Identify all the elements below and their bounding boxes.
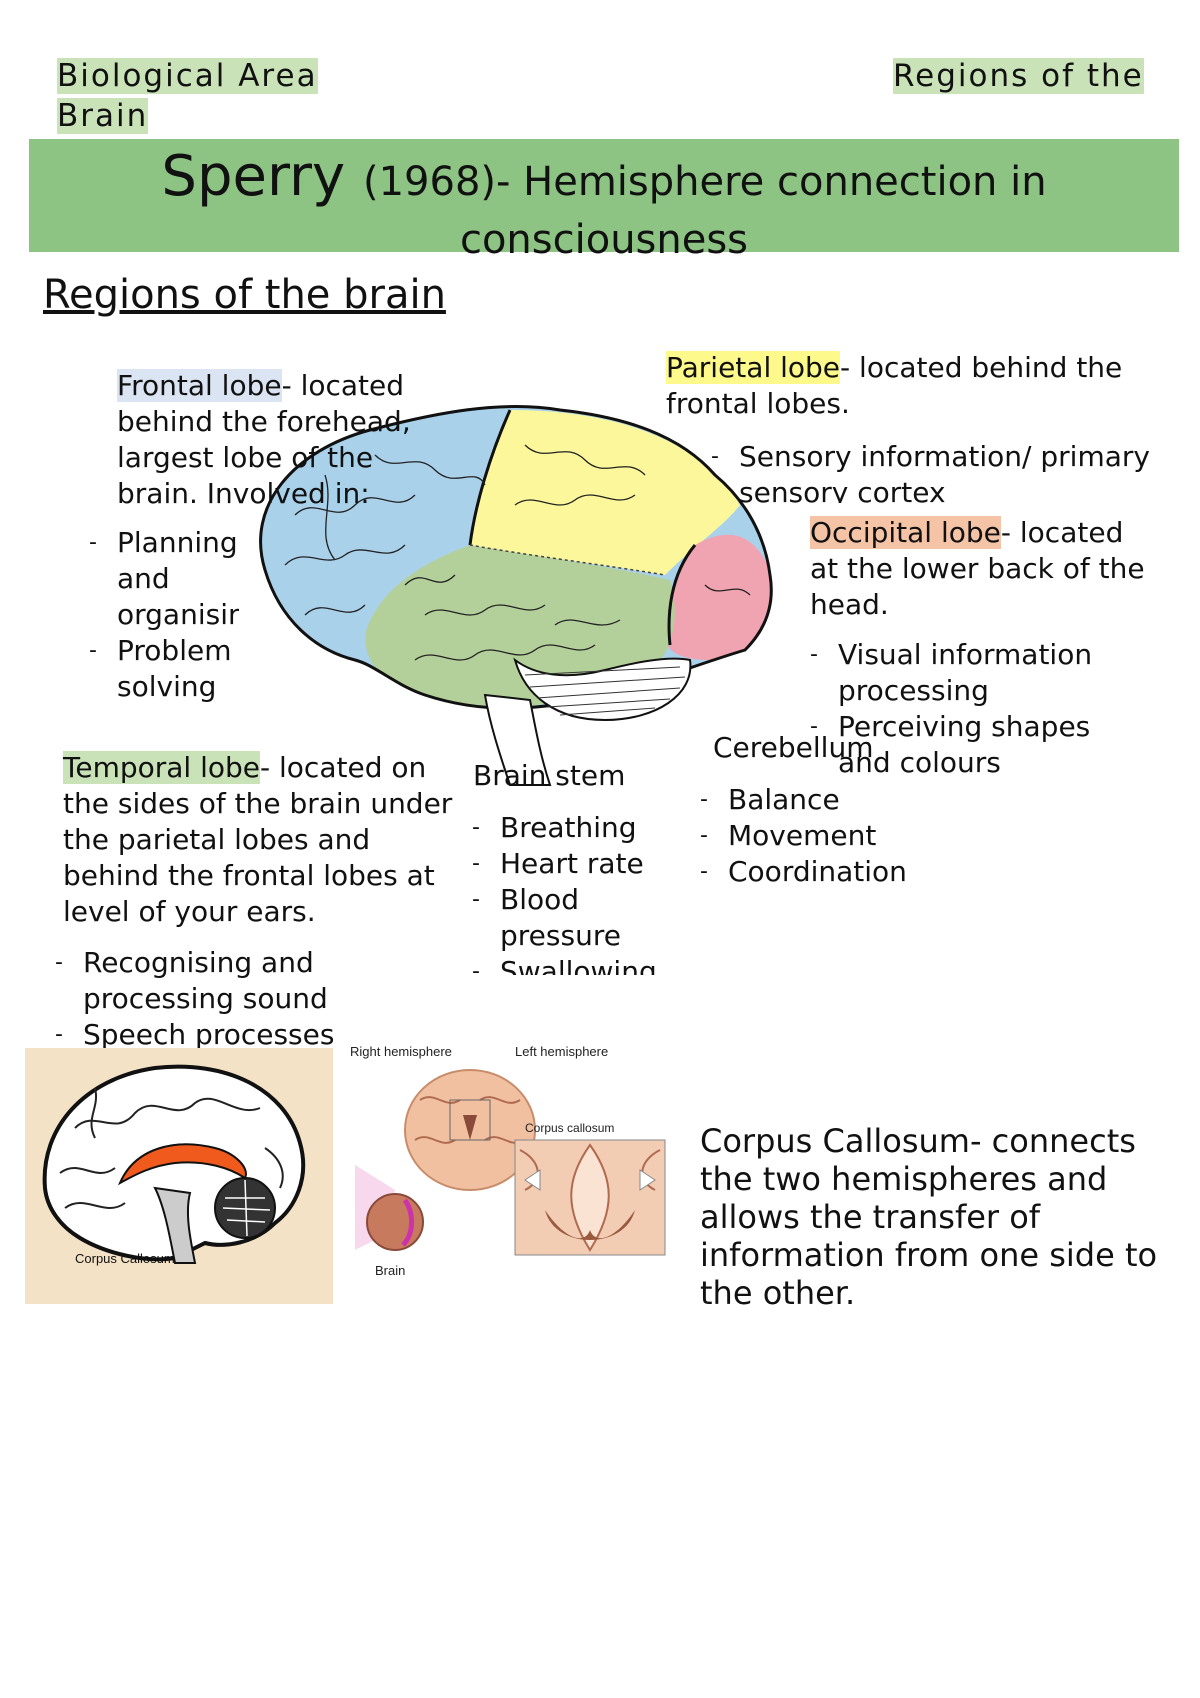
- header-subject-line2: Brain: [57, 98, 149, 134]
- left-hemisphere-text: Left hemisphere: [515, 1044, 608, 1059]
- cerebellum-label: Cerebellum: [713, 731, 874, 764]
- figure-caption-corpus-callosum: Corpus Callosum: [75, 1251, 175, 1266]
- parietal-lobe-desc: - located behind the frontal lobes.: [666, 351, 1123, 420]
- left-hemisphere-label: Left hemisphere: [515, 1044, 608, 1059]
- corpus-callosum-figure-text: Corpus callosum: [525, 1121, 614, 1135]
- frontal-lobe-list: Planning and organising Problem solving: [89, 525, 239, 730]
- brain-text: Brain: [375, 1263, 405, 1278]
- occipital-lobe-list: Visual information processing Perceiving…: [810, 637, 1100, 781]
- temporal-lobe-block: Temporal lobe- located on the sides of t…: [63, 750, 453, 930]
- parietal-lobe-region: [470, 410, 740, 575]
- header-left: Biological Area Brain: [57, 56, 318, 136]
- brain-stem-list: Breathing Heart rate Blood pressure Swal…: [472, 810, 692, 975]
- list-item: Heart rate: [472, 846, 692, 882]
- title-topic-line2: consciousness: [459, 217, 749, 263]
- brain-stem-label: Brain stem: [473, 759, 626, 792]
- list-item: Coordination: [700, 854, 1000, 890]
- occipital-lobe-block: Occipital lobe- located at the lower bac…: [810, 515, 1160, 623]
- corpus-callosum-figure-label: Corpus callosum: [525, 1121, 614, 1135]
- header-right: Regions of the: [893, 56, 1144, 96]
- title-topic: Hemisphere connection in: [510, 159, 1047, 205]
- temporal-lobe-list: Recognising and processing sound Speech …: [55, 945, 355, 1050]
- temporal-lobe-region: [365, 545, 675, 708]
- temporal-lobe-label: Temporal lobe: [63, 751, 261, 784]
- midsagittal-brain-drawing: Corpus Callosum: [42, 1064, 306, 1266]
- list-item: Breathing: [472, 810, 692, 846]
- parietal-lobe-list: Sensory information/ primary sensory cor…: [711, 439, 1181, 503]
- list-item: Swallowing: [472, 954, 692, 975]
- list-item: Movement: [700, 818, 1000, 854]
- header-topic: Regions of the: [893, 58, 1144, 94]
- right-hemisphere-text: Right hemisphere: [350, 1044, 452, 1059]
- parietal-lobe-label: Parietal lobe: [666, 351, 841, 384]
- temporal-lobe-desc: - located on the sides of the brain unde…: [63, 751, 453, 928]
- coronal-section-figure: Right hemisphere Left hemisphere Brain C…: [350, 1044, 666, 1278]
- title-name: Sperry: [161, 144, 346, 209]
- list-item: Balance: [700, 782, 1000, 818]
- page-title: Sperry (1968)- Hemisphere connection in: [29, 139, 1179, 218]
- parietal-lobe-block: Parietal lobe- located behind the fronta…: [666, 350, 1166, 422]
- title-year: (1968)-: [362, 159, 511, 205]
- cerebellum-region: [513, 657, 692, 722]
- list-item: Sensory information/ primary sensory cor…: [711, 439, 1181, 503]
- occipital-lobe-desc: - located at the lower back of the head.: [810, 516, 1145, 621]
- frontal-lobe-desc: - located behind the forehead, largest l…: [117, 369, 411, 510]
- section-heading: Regions of the brain: [43, 272, 446, 318]
- list-item: Visual information processing: [810, 637, 1100, 709]
- right-hemisphere-label: Right hemisphere: [350, 1044, 452, 1059]
- brain-stem-region: [483, 693, 552, 786]
- occipital-lobe-region: [665, 534, 772, 660]
- corpus-callosum-description: Corpus Callosum- connects the two hemisp…: [700, 1122, 1158, 1312]
- frontal-lobe-label: Frontal lobe: [117, 369, 282, 402]
- cerebellum-list: Balance Movement Coordination: [700, 782, 1000, 890]
- brain-lobes-diagram: [259, 405, 773, 786]
- list-item: Speech processes: [55, 1017, 355, 1050]
- list-item: Problem solving: [89, 633, 239, 705]
- list-item: Recognising and processing sound: [55, 945, 355, 1017]
- title-band: Sperry (1968)- Hemisphere connection in …: [29, 139, 1179, 262]
- list-item: Perceiving shapes and colours: [810, 709, 1100, 781]
- list-item: Blood pressure: [472, 882, 692, 954]
- frontal-lobe-block: Frontal lobe- located behind the forehea…: [117, 368, 417, 512]
- midsagittal-brain-figure: Corpus Callosum: [25, 1048, 333, 1304]
- brain-label: Brain: [375, 1263, 405, 1278]
- occipital-lobe-label: Occipital lobe: [810, 516, 1001, 549]
- header-subject: Biological Area: [57, 58, 318, 94]
- list-item: Planning and organising: [89, 525, 239, 633]
